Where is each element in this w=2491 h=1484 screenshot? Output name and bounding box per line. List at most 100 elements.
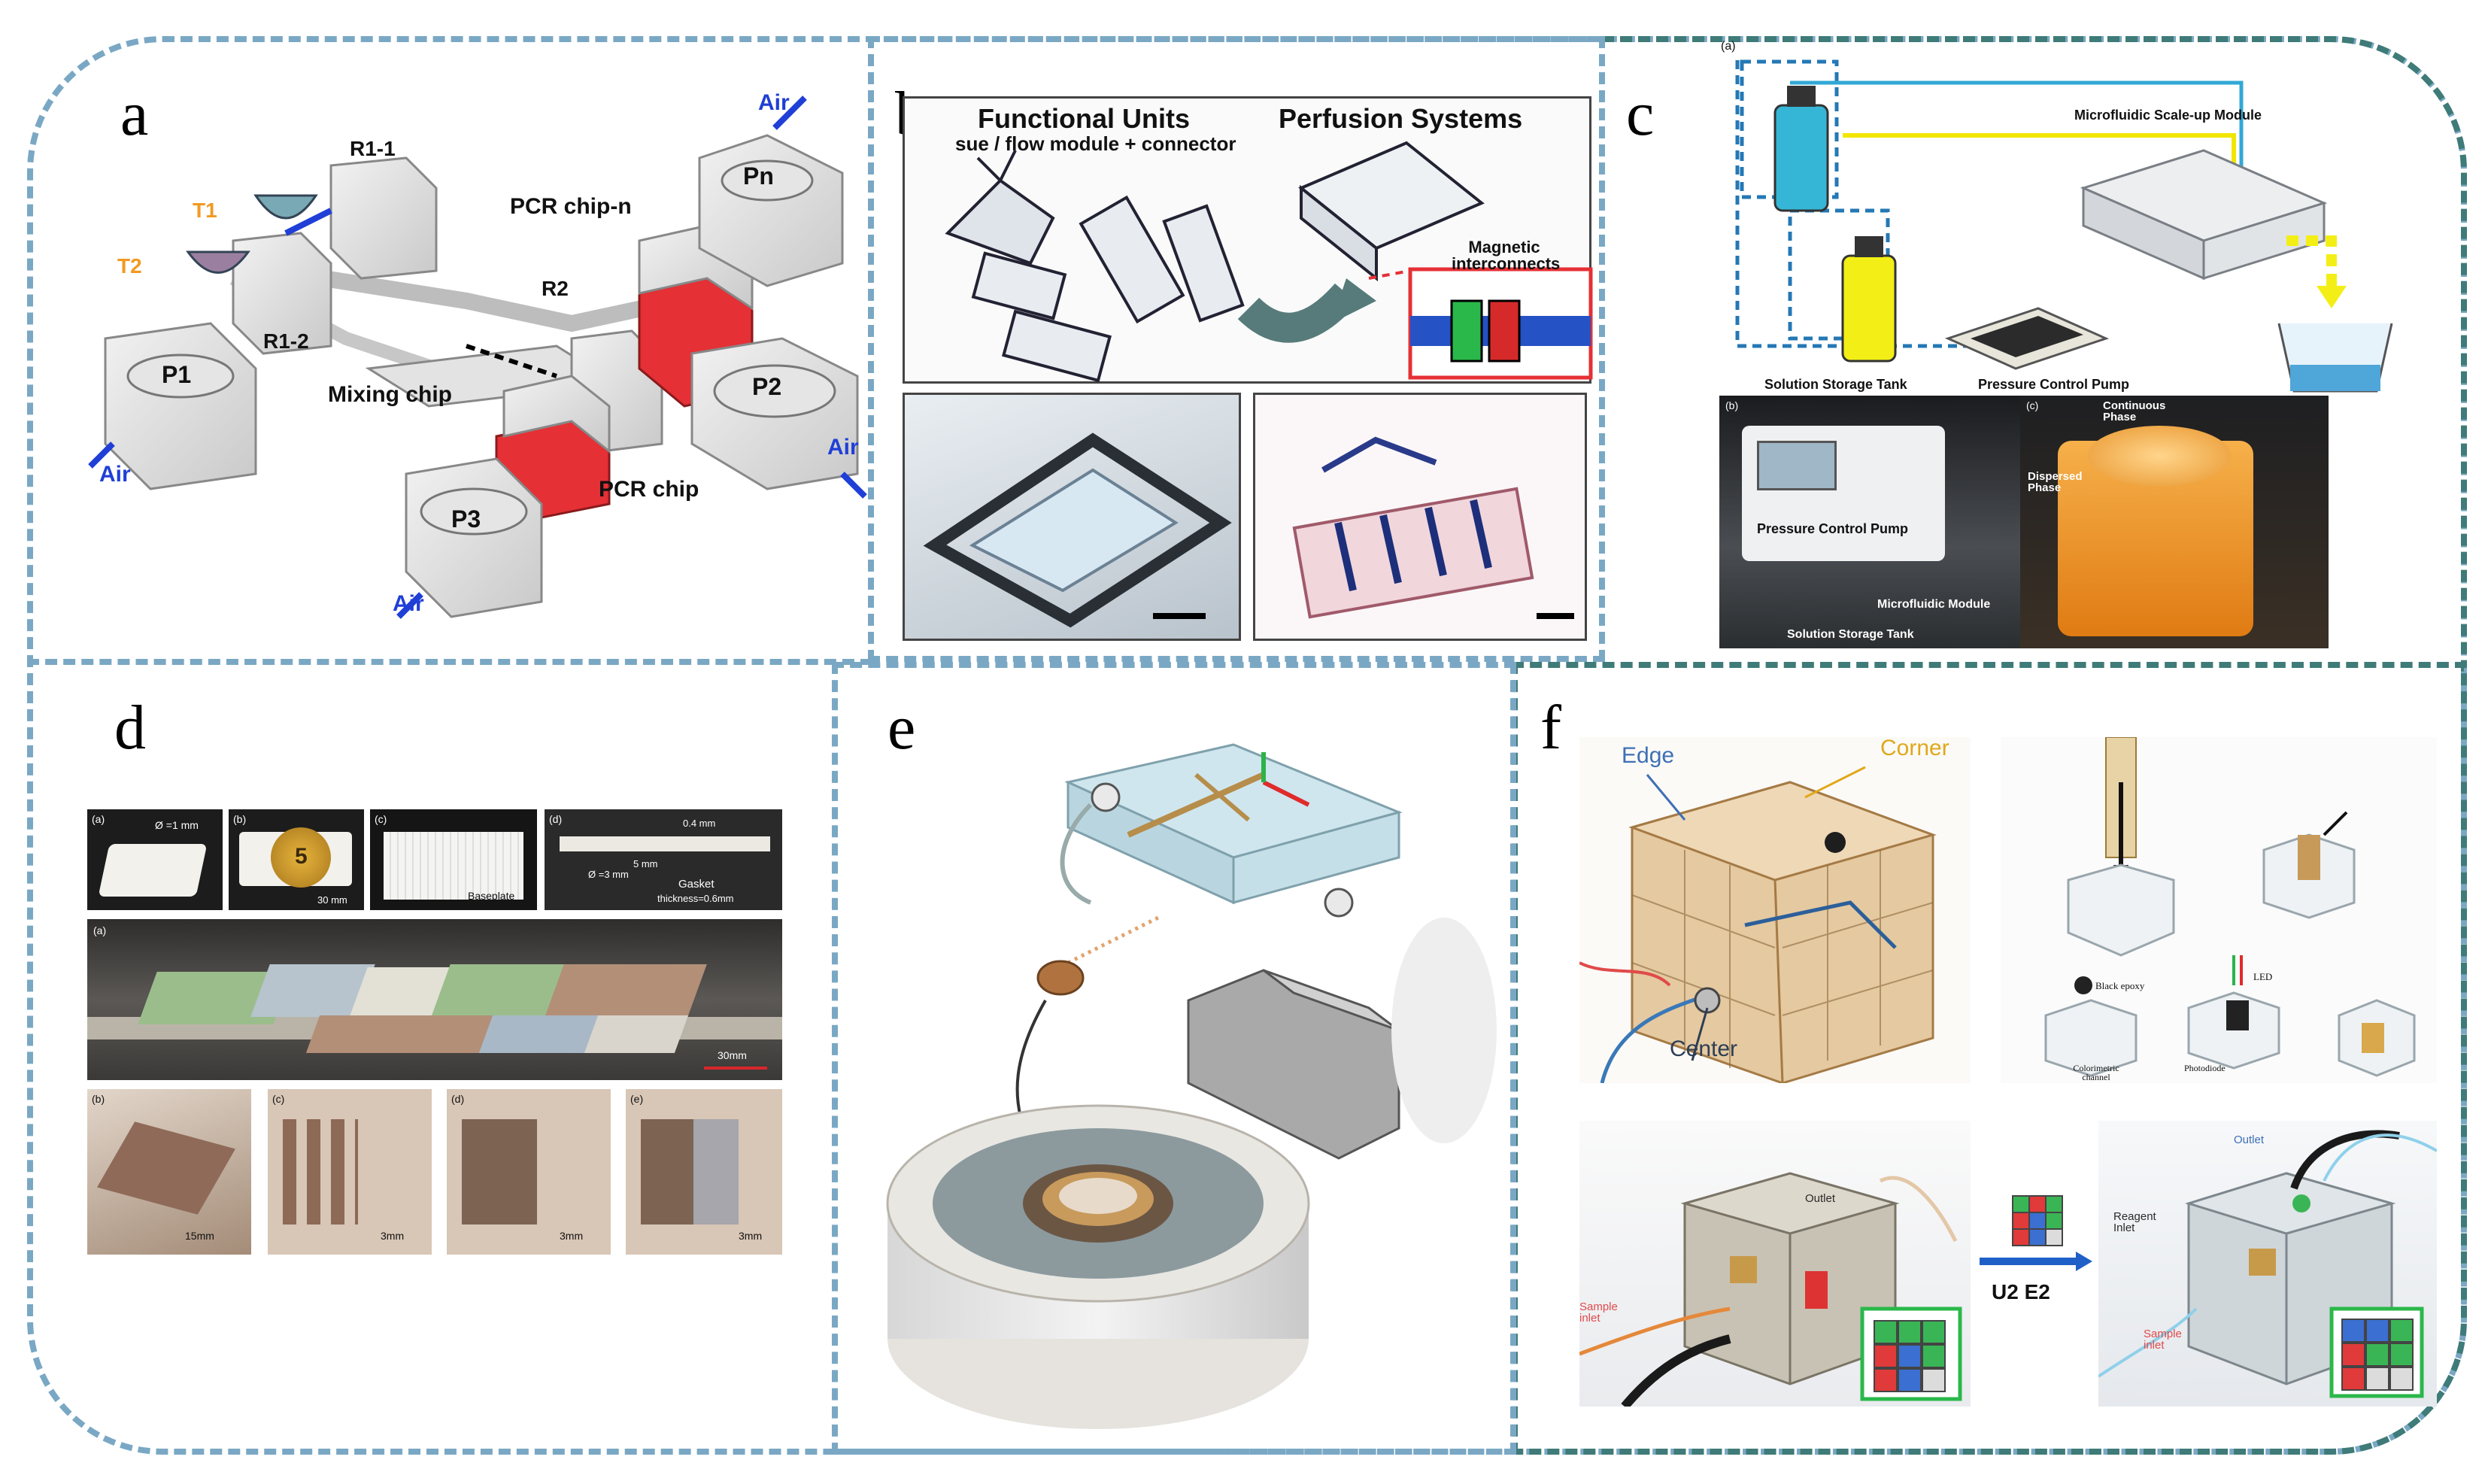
panel-label: c [1626, 79, 1655, 149]
label-sample-inlet-1: Sample inlet [1579, 1300, 1618, 1325]
panel-d: d (a) Ø =1 mm (b) 5 30 mm (c) Baseplate … [45, 677, 827, 1444]
label-microfluidic-module: Microfluidic Module [1877, 598, 1991, 611]
dimension-label: 0.4 mm [683, 818, 716, 829]
frame-panel-e [832, 662, 1516, 1455]
label-pump-photo: Pressure Control Pump [1757, 521, 1909, 536]
scale-label: 15mm [185, 1230, 214, 1242]
label-colorimetric: Colorimetric channel [2073, 1063, 2119, 1082]
sub-label-b: (b) [1725, 399, 1739, 411]
panel-a: a [45, 53, 867, 654]
label-r2: R2 [542, 277, 569, 300]
label-mixing-chip: Mixing chip [328, 382, 452, 407]
modules-schematic [945, 141, 1593, 383]
panel-label: a [120, 79, 149, 149]
photo-sensor-assembly: Black epoxy LED Colorimetric channel Pho… [2001, 737, 2437, 1083]
move-label: U2 E2 [1992, 1280, 2050, 1303]
photo-modular-board: (a) 30mm [87, 919, 782, 1080]
label-black-epoxy: Black epoxy [2095, 980, 2145, 991]
panel-f: f Edge Corner Center [1519, 677, 2459, 1444]
photo-bottom-d: (d) 3mm [447, 1089, 611, 1255]
sub-label: (a) [92, 813, 105, 825]
panel-e: e [842, 677, 1504, 1444]
label-scaleup-module: Microfluidic Scale-up Module [2074, 108, 2262, 123]
label-air-2: Air [758, 90, 790, 115]
sub-label: (c) [375, 813, 387, 825]
sensor-illustration [886, 743, 1497, 1429]
photo-top-d: (d) 0.4 mm 5 mm Ø =3 mm Gasket thickness… [545, 809, 782, 910]
label-air-4: Air [393, 591, 424, 616]
photo-cube-after: Outlet Reagent Inlet Sample inlet [2098, 1121, 2437, 1407]
label-pcr-chip: PCR chip [599, 477, 699, 502]
label-photodiode: Photodiode [2184, 1063, 2226, 1073]
label-p3: P3 [451, 505, 481, 533]
photo-cube-before: Outlet Sample inlet [1579, 1121, 1971, 1407]
label-edge: Edge [1622, 743, 1675, 768]
photo-bottom-c: (c) 3mm [268, 1089, 432, 1255]
sub-label: (d) [549, 813, 563, 825]
panel-label: e [887, 693, 916, 763]
label-pressure-pump: Pressure Control Pump [1978, 377, 2130, 392]
label-led: LED [2253, 971, 2273, 982]
label-reagent-inlet: Reagent Inlet [2113, 1210, 2156, 1234]
label-storage-tank: Solution Storage Tank [1764, 377, 1907, 392]
photo-orange-module: (c) Continuous Phase Dispersed Phase [2020, 396, 2329, 648]
label-r1-1: R1-1 [350, 137, 396, 160]
frame-panel-b [868, 36, 1605, 662]
label-center: Center [1670, 1036, 1738, 1061]
label-r1-2: R1-2 [263, 329, 309, 353]
sub-label: (c) [272, 1093, 285, 1105]
title-functional-units: Functional Units [978, 103, 1190, 134]
rotation-indicator: U2 E2 [1980, 1188, 2092, 1316]
label-sample-inlet-2: Sample inlet [2144, 1328, 2182, 1352]
label-p1: P1 [162, 361, 192, 388]
scale-label: 30 mm [317, 894, 347, 906]
label-pcr-chip-n: PCR chip-n [510, 194, 632, 219]
label-storage-photo: Solution Storage Tank [1787, 628, 1914, 641]
photo-functional-units [1253, 393, 1587, 641]
label-air-1: Air [99, 462, 131, 487]
label-t2: T2 [117, 254, 142, 278]
photo-top-a: (a) Ø =1 mm [87, 809, 223, 910]
label-p2: P2 [752, 373, 782, 400]
sub-label-a: (a) [1721, 40, 1736, 53]
sub-label: (e) [630, 1093, 644, 1105]
label-outlet-1: Outlet [1805, 1192, 1836, 1205]
label-continuous-phase: Continuous Phase [2103, 399, 2166, 423]
panel-label: d [114, 693, 146, 763]
divider-horizontal [27, 659, 872, 665]
label-air-3: Air [827, 435, 859, 460]
panel-c: c (a) Microfluidic Scale-up Module Solut… [1617, 30, 2452, 654]
label-t1: T1 [193, 199, 217, 222]
title-perfusion-systems: Perfusion Systems [1279, 103, 1523, 134]
coin-label: 5 [295, 844, 308, 869]
scale-label: 3mm [381, 1230, 405, 1242]
panel-b: b Functional Units sue / flow module + c… [880, 53, 1594, 654]
photo-bottom-e: (e) 3mm [626, 1089, 782, 1255]
frame-top-right [1602, 36, 2467, 668]
sub-label: (a) [93, 924, 107, 936]
photo-bottom-b: (b) 15mm [87, 1089, 251, 1255]
dimension-label: Ø =3 mm [588, 869, 629, 880]
dimension-label: Ø =1 mm [155, 819, 199, 831]
photo-top-c: (c) Baseplate [370, 809, 537, 910]
dimension-label: 5 mm [633, 858, 658, 869]
label-dispersed-phase: Dispersed Phase [2028, 470, 2083, 494]
gasket-label: Gasket [678, 878, 715, 891]
photo-perfusion-assembly [903, 393, 1241, 641]
scale-label: 3mm [739, 1230, 763, 1242]
label-pn: Pn [743, 162, 774, 190]
scale-label: 3mm [560, 1230, 584, 1242]
scale-label: 30mm [718, 1049, 747, 1061]
sub-label-c: (c) [2026, 399, 2039, 411]
sub-label: (d) [451, 1093, 465, 1105]
label-outlet-2: Outlet [2234, 1133, 2265, 1146]
thickness-label: thickness=0.6mm [657, 893, 734, 904]
chamber-p1 [104, 322, 257, 490]
subtitle-connector: sue / flow module + connector [955, 132, 1236, 155]
sub-label: (b) [233, 813, 247, 825]
photo-pump-setup: (b) Pressure Control Pump Microfluidic M… [1719, 396, 2020, 648]
label-magnetic-interconnects: Magnetic interconnects [1452, 238, 1561, 273]
sub-label: (b) [92, 1093, 105, 1105]
label-corner: Corner [1880, 737, 1949, 760]
microfluidic-schematic [88, 96, 867, 619]
